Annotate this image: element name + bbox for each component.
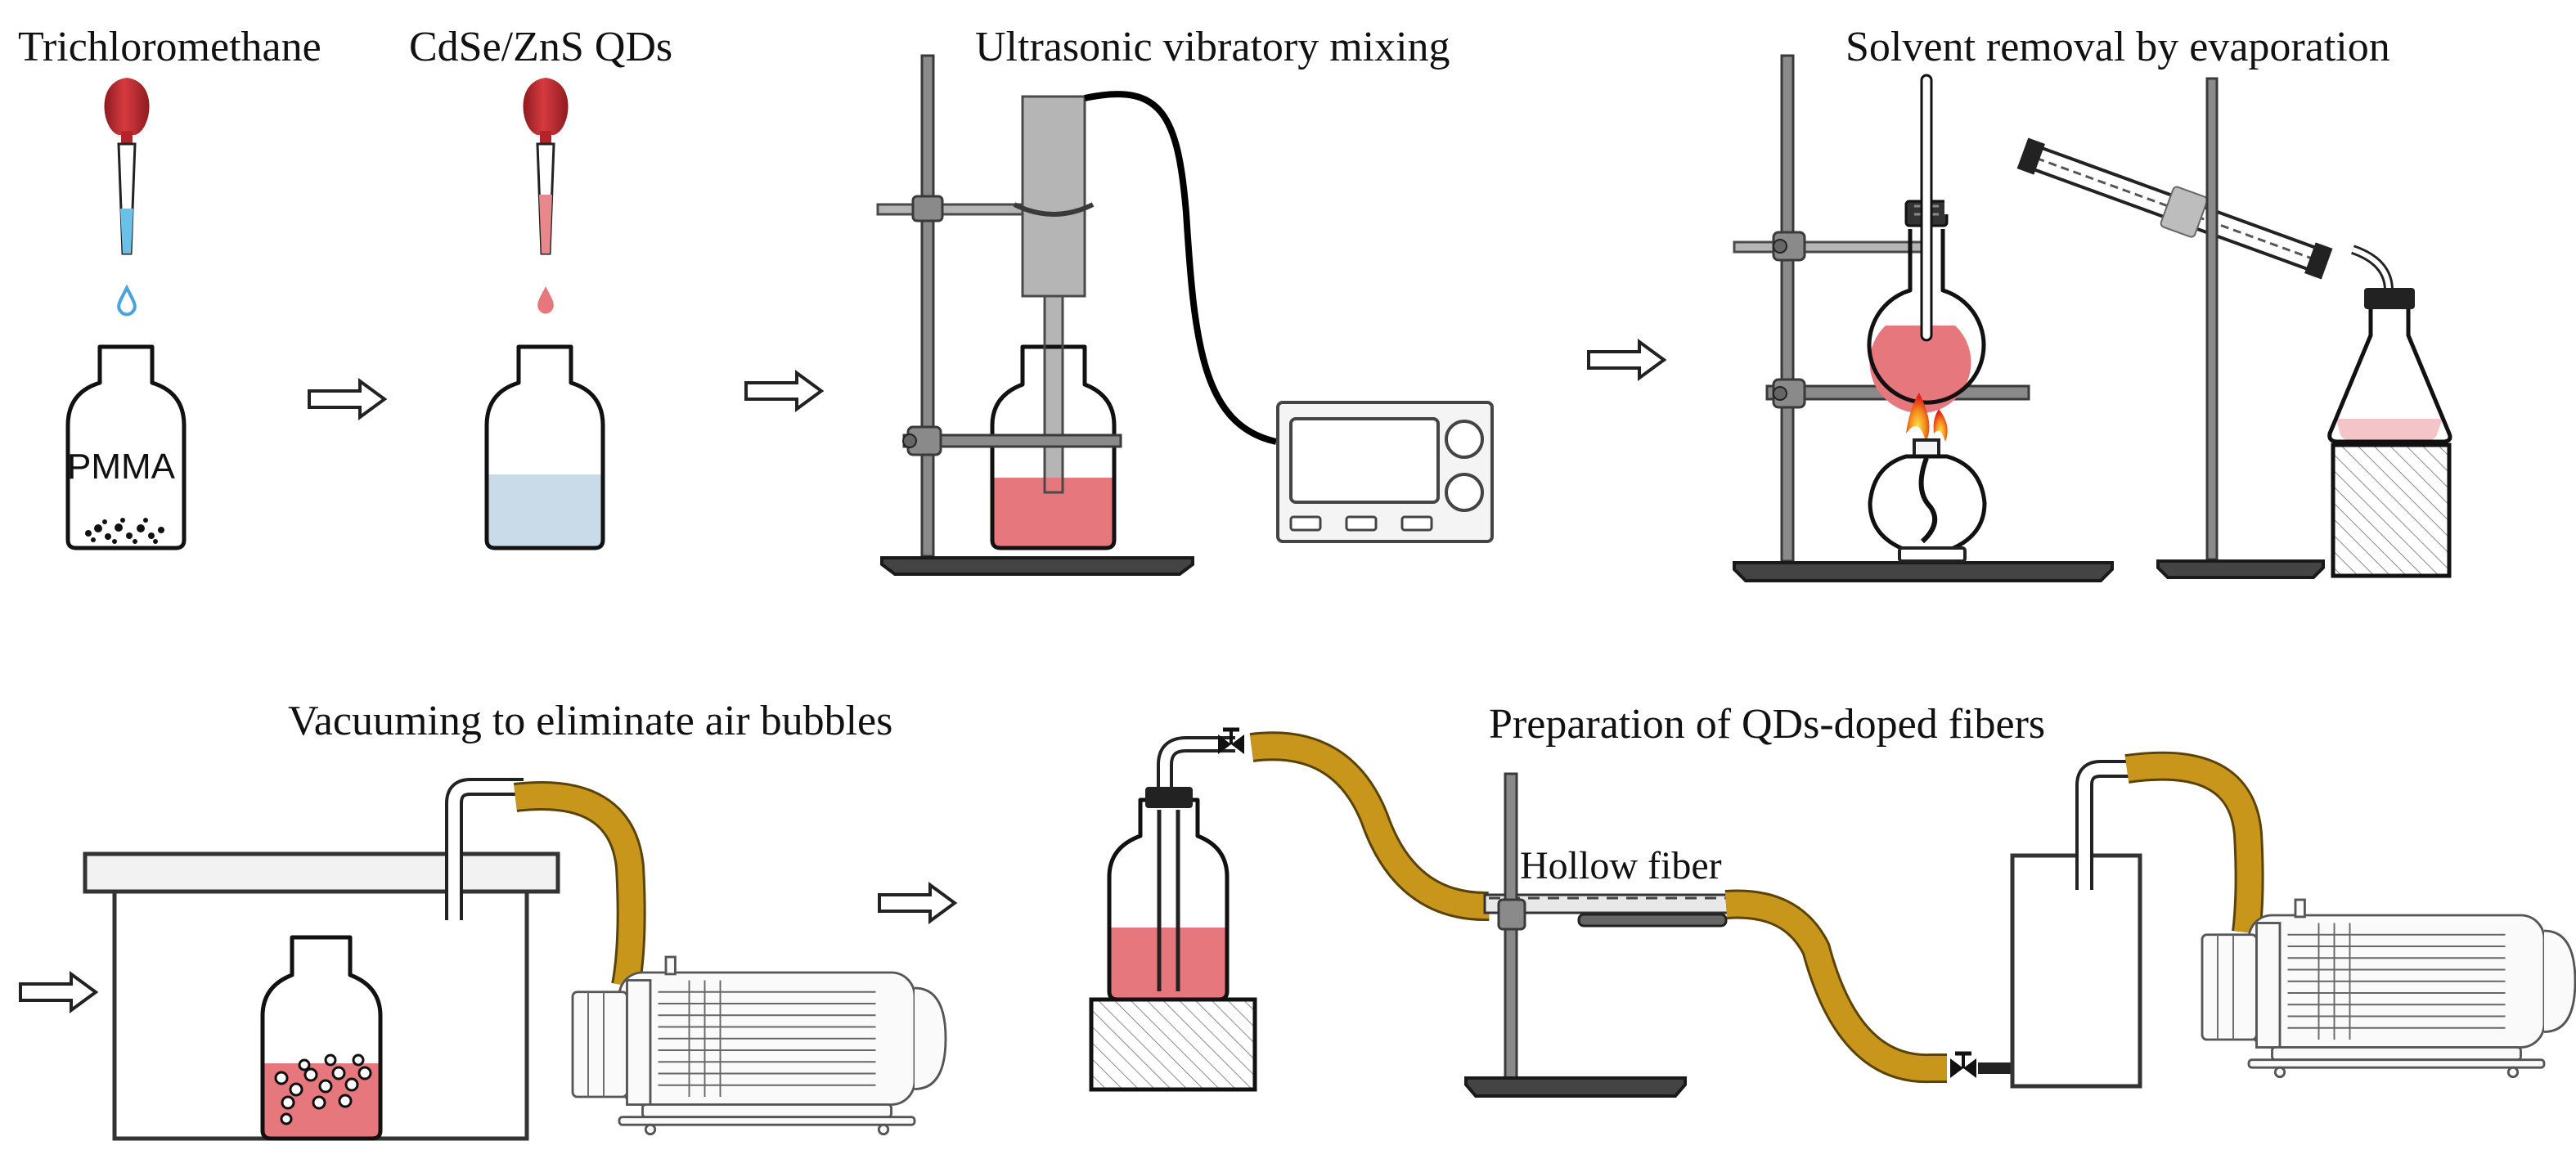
stand-base [880, 556, 1194, 576]
valve-right [1950, 1053, 1976, 1078]
step-qds: CdSe/ZnS QDs [409, 24, 672, 550]
step-vacuuming: Vacuuming to eliminate air bubbles [19, 698, 947, 1141]
label-hollow-fiber: Hollow fiber [1520, 844, 1722, 887]
arrow-3 [1587, 340, 1666, 380]
label-solvent-removal: Solvent removal by evaporation [1845, 24, 2390, 70]
arrow-5 [878, 883, 956, 923]
step-preparation: Preparation of QDs-doped fibers Hollow f… [1089, 701, 2576, 1098]
stand-rod [920, 54, 935, 558]
arrow-4 [19, 973, 97, 1012]
label-preparation: Preparation of QDs-doped fibers [1489, 701, 2045, 748]
ultrasonic-controller [1276, 401, 1494, 543]
step-evaporation: Solvent removal by evaporation [1733, 24, 2452, 582]
receiver-box [2010, 853, 2142, 1089]
air-bubbles [274, 1053, 372, 1125]
pipette-trichloromethane [104, 78, 150, 255]
arrow-2 [744, 371, 823, 411]
vacuum-pump-2 [2201, 898, 2576, 1079]
mixing-flask [990, 344, 1117, 550]
label-ultrasonic: Ultrasonic vibratory mixing [975, 24, 1450, 70]
block-left [1089, 997, 1257, 1092]
condenser [2016, 137, 2333, 280]
label-trichloromethane: Trichloromethane [18, 24, 321, 70]
drop-blue [117, 284, 137, 317]
alcohol-burner [1868, 393, 1987, 563]
round-bottom-flask [1867, 229, 1986, 405]
arrow-1 [308, 380, 386, 419]
vacuum-pump-1 [571, 955, 947, 1136]
step-ultrasonic: Ultrasonic vibratory mixing [876, 24, 1494, 576]
vacuum-lid [83, 851, 560, 894]
bottle-bubbles [260, 935, 383, 1141]
ultrasonic-horn [1021, 95, 1086, 298]
step-trichloromethane: Trichloromethane PMMA [18, 24, 321, 550]
label-vacuuming: Vacuuming to eliminate air bubbles [288, 698, 892, 744]
bottle-pmma [65, 344, 187, 550]
conical-flask [2327, 304, 2452, 444]
pipette-qds [523, 78, 569, 255]
block-stand [2331, 442, 2452, 578]
bottle-qds [484, 344, 605, 550]
label-pmma: PMMA [67, 447, 176, 487]
drop-pink [537, 286, 554, 314]
label-qds: CdSe/ZnS QDs [409, 24, 672, 70]
